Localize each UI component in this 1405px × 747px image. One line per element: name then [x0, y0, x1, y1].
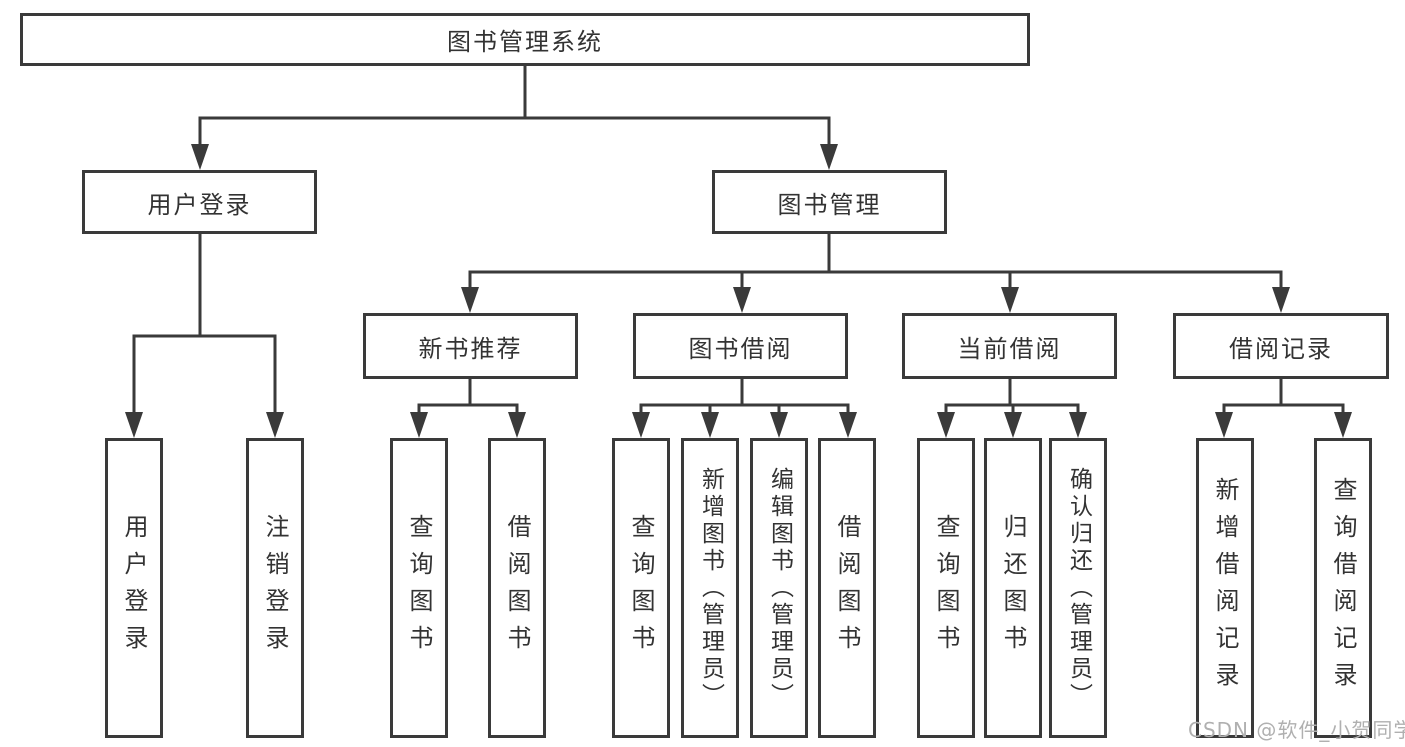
leaf-user-login: 用户登录: [105, 438, 163, 738]
arrowhead-icon: [266, 412, 284, 438]
leaf-borrow-books-recommend: 借阅图书: [488, 438, 546, 738]
arrowhead-group: [125, 144, 1352, 438]
arrowhead-icon: [125, 412, 143, 438]
arrowhead-icon: [733, 287, 751, 313]
leaf-label: 确认归还（管理员）: [1065, 466, 1092, 710]
arrowhead-icon: [701, 412, 719, 438]
arrowhead-icon: [461, 287, 479, 313]
arrowhead-icon: [1334, 412, 1352, 438]
leaf-label: 查询图书: [627, 514, 655, 662]
leaf-label: 编辑图书（管理员）: [766, 466, 793, 710]
leaf-label: 新增借阅记录: [1211, 477, 1239, 699]
arrowhead-icon: [1004, 412, 1022, 438]
arrowhead-icon: [632, 412, 650, 438]
csdn-watermark: CSDN @软件_小贺同学: [1188, 718, 1405, 742]
node-label: 新书推荐: [418, 334, 523, 363]
node-label: 用户登录: [147, 190, 252, 219]
leaf-label: 借阅图书: [503, 514, 531, 662]
leaf-add-borrow-record: 新增借阅记录: [1196, 438, 1254, 738]
leaf-label: 新增图书（管理员）: [697, 466, 724, 710]
arrowhead-icon: [1215, 412, 1233, 438]
leaf-return-books: 归还图书: [984, 438, 1042, 738]
leaf-label: 查询借阅记录: [1329, 477, 1357, 699]
leaf-query-borrow-record: 查询借阅记录: [1314, 438, 1372, 738]
node-library-management-system: 图书管理系统: [20, 13, 1030, 66]
leaf-label: 查询图书: [932, 514, 960, 662]
leaf-query-books-current: 查询图书: [917, 438, 975, 738]
node-new-book-recommend: 新书推荐: [363, 313, 578, 379]
node-label: 图书借阅: [688, 334, 793, 363]
arrowhead-icon: [820, 144, 838, 170]
leaf-label: 注销登录: [261, 514, 289, 662]
node-label: 图书管理系统: [447, 28, 603, 56]
leaf-borrow-books: 借阅图书: [818, 438, 876, 738]
node-book-borrow: 图书借阅: [633, 313, 848, 379]
leaf-query-books-recommend: 查询图书: [390, 438, 448, 738]
arrowhead-icon: [410, 412, 428, 438]
leaf-label: 归还图书: [999, 514, 1027, 662]
arrowhead-icon: [937, 412, 955, 438]
arrowhead-icon: [191, 144, 209, 170]
leaf-query-books-borrow: 查询图书: [612, 438, 670, 738]
node-label: 借阅记录: [1229, 334, 1333, 363]
leaf-label: 用户登录: [120, 514, 148, 662]
node-borrow-records: 借阅记录: [1173, 313, 1389, 379]
node-book-management: 图书管理: [712, 170, 947, 234]
leaf-label: 借阅图书: [833, 514, 861, 662]
leaf-confirm-return-admin: 确认归还（管理员）: [1049, 438, 1107, 738]
node-user-login: 用户登录: [82, 170, 317, 234]
leaf-logout: 注销登录: [246, 438, 304, 738]
arrowhead-icon: [508, 412, 526, 438]
arrowhead-icon: [839, 412, 857, 438]
leaf-label: 查询图书: [405, 514, 433, 662]
arrowhead-icon: [1001, 287, 1019, 313]
leaf-edit-book-admin: 编辑图书（管理员）: [750, 438, 808, 738]
arrowhead-icon: [1069, 412, 1087, 438]
arrowhead-icon: [1272, 287, 1290, 313]
arrowhead-icon: [770, 412, 788, 438]
leaf-add-book-admin: 新增图书（管理员）: [681, 438, 739, 738]
node-label: 当前借阅: [957, 334, 1062, 363]
node-current-borrow: 当前借阅: [902, 313, 1117, 379]
node-label: 图书管理: [777, 190, 882, 219]
